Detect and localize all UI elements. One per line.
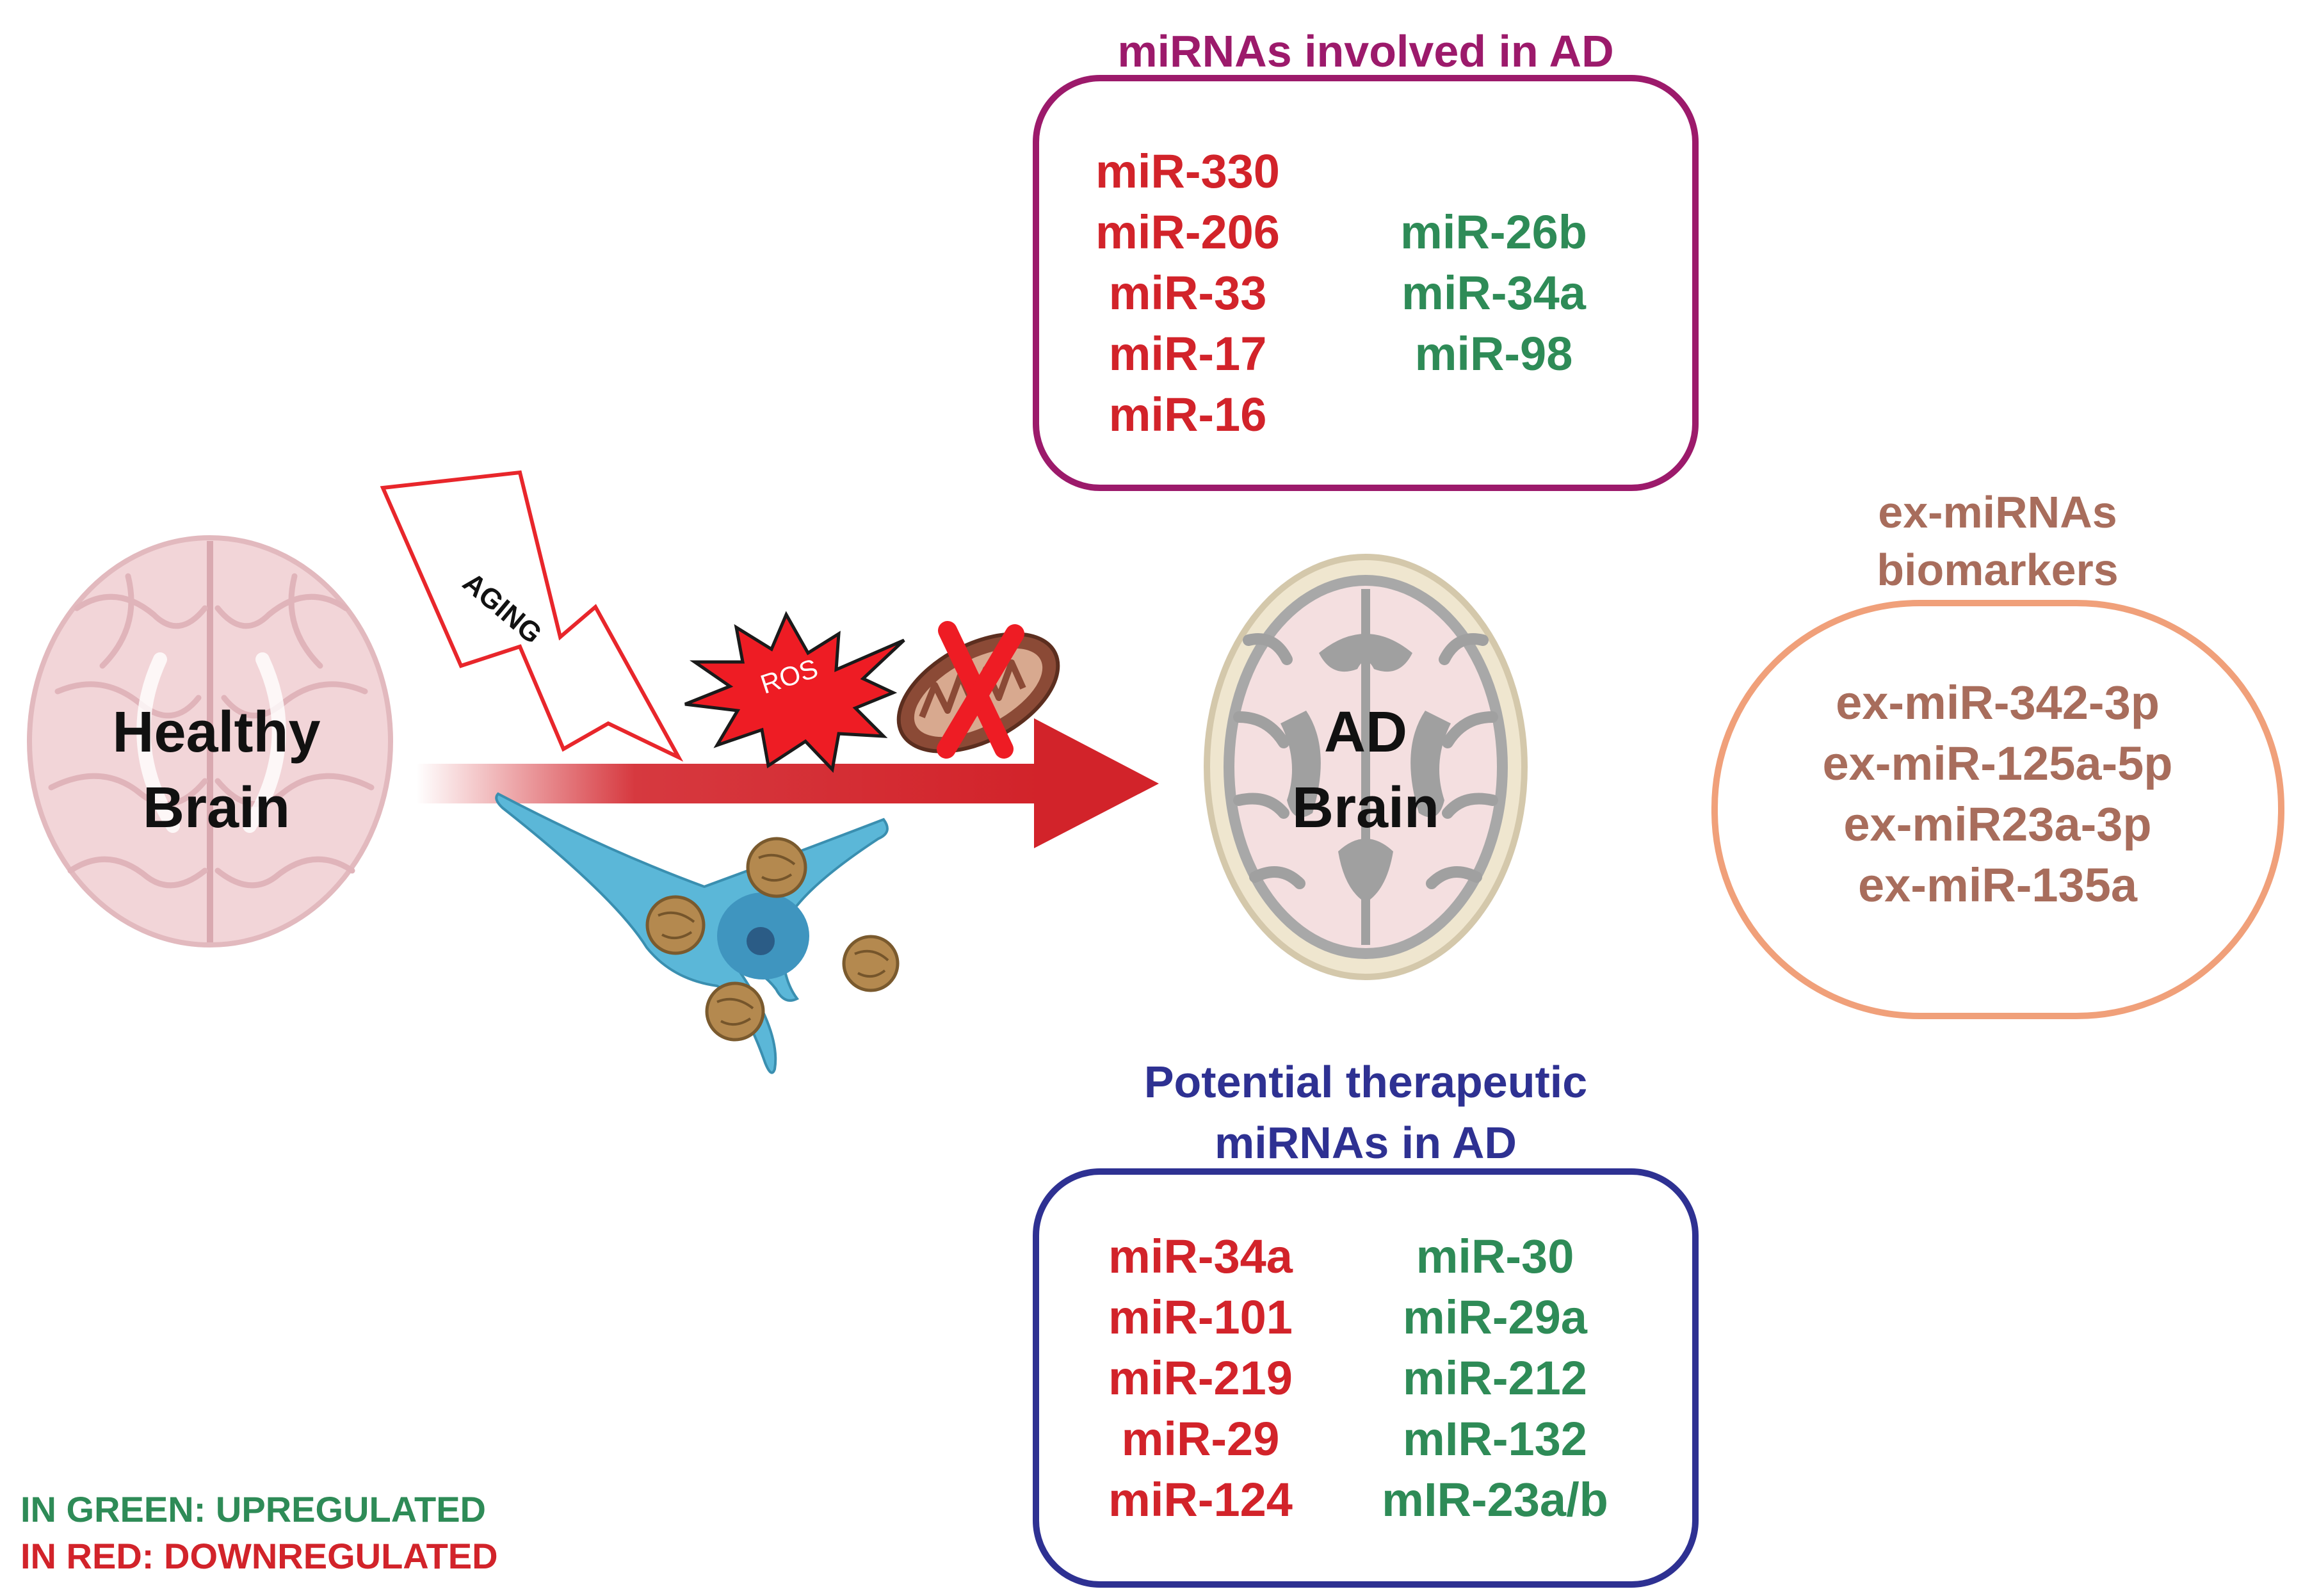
therapeutic-up-item-2: miR-29a [1403,1291,1587,1344]
therapeutic-down-item-5: miR-124 [1108,1473,1293,1526]
therapeutic-up-item-4: mIR-132 [1403,1412,1587,1465]
involved-up-item-3: miR-98 [1414,327,1573,380]
legend-upregulated: IN GREEN: UPREGULATED [20,1489,486,1529]
involved-up-item-1: miR-26b [1400,206,1587,259]
therapeutic-title-line1: Potential therapeutic [1143,1057,1588,1107]
damaged-mitochondrion-icon [896,621,1060,759]
therapeutic-down-item-1: miR-34a [1108,1230,1293,1283]
therapeutic-title-line2: miRNAs in AD [1215,1118,1517,1168]
involved-down-item-3: miR-33 [1108,266,1267,319]
involved-down-item-5: miR-16 [1108,388,1267,441]
involved-box-title: miRNAs involved in AD [1117,26,1614,76]
involved-up-item-2: miR-34a [1402,266,1586,319]
biomarker-title-line2: biomarkers [1877,545,2119,595]
biomarker-box-frame [1711,600,2284,1019]
therapeutic-up-item-1: miR-30 [1416,1230,1574,1283]
biomarker-title-line1: ex-miRNAs [1878,487,2117,537]
ad-brain-icon [1204,554,1528,980]
involved-box-frame [1033,75,1699,491]
therapeutic-up-item-3: miR-212 [1403,1351,1587,1405]
neuron-with-plaques-icon [495,792,900,1074]
therapeutic-down-item-2: miR-101 [1108,1291,1293,1344]
healthy-brain-icon [27,535,393,947]
therapeutic-up-item-5: mIR-23a/b [1382,1473,1608,1526]
aging-lightning-icon [380,470,684,762]
therapeutic-down-item-4: miR-29 [1121,1412,1280,1465]
therapeutic-box-frame [1033,1168,1699,1588]
biomarker-item-3: ex-miR23a-3p [1843,798,2152,851]
biomarker-item-2: ex-miR-125a-5p [1822,737,2173,790]
healthy-brain-label-line2: Brain [142,776,291,840]
healthy-brain-label-line1: Healthy [112,700,321,764]
involved-down-item-2: miR-206 [1095,206,1280,259]
biomarker-item-1: ex-miR-342-3p [1836,676,2160,729]
involved-down-item-4: miR-17 [1108,327,1267,380]
ros-burst-icon [684,611,905,773]
involved-down-item-1: miR-330 [1095,145,1280,198]
legend-downregulated: IN RED: DOWNREGULATED [20,1536,498,1576]
therapeutic-down-item-3: miR-219 [1108,1351,1293,1405]
ad-brain-label-line1: AD [1324,700,1407,764]
biomarker-item-4: ex-miR-135a [1857,858,2138,912]
ad-brain-label-line2: Brain [1291,776,1440,840]
progression-arrow [416,718,1159,848]
